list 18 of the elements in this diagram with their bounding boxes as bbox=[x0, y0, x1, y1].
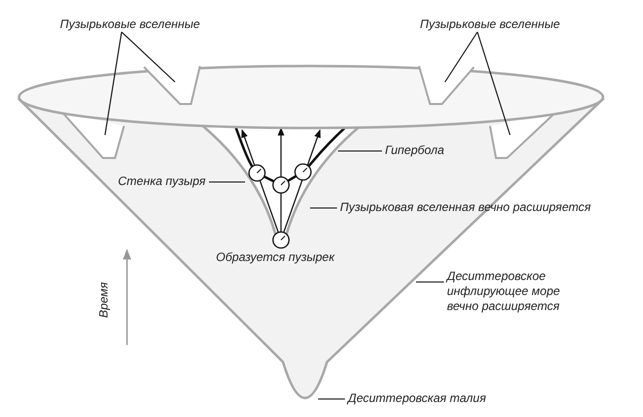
axis-label: Время bbox=[96, 282, 112, 318]
leader-line bbox=[310, 207, 337, 209]
leader-line bbox=[416, 281, 444, 283]
callout-label: Стенка пузыря bbox=[118, 174, 206, 189]
callout-label: Деситтеровская талия bbox=[348, 391, 486, 406]
leader-line bbox=[121, 32, 176, 82]
callout-label: Пузырьковые вселенные bbox=[420, 17, 560, 32]
leader-line bbox=[476, 32, 511, 136]
leader-line bbox=[209, 181, 245, 183]
leader-line bbox=[338, 150, 382, 152]
callout-label: Деситтеровское инфлирующее море вечно расширяется bbox=[447, 269, 582, 314]
callout-label: Пузырьковые вселенные bbox=[60, 17, 200, 32]
callout-label: Гипербола bbox=[385, 143, 444, 158]
caption-label: Образуется пузырек bbox=[216, 250, 335, 265]
leader-line bbox=[444, 32, 478, 82]
leader-line bbox=[104, 32, 122, 136]
leader-line bbox=[318, 398, 345, 400]
callout-label: Пузырьковая вселенная вечно расширяется bbox=[340, 200, 591, 215]
